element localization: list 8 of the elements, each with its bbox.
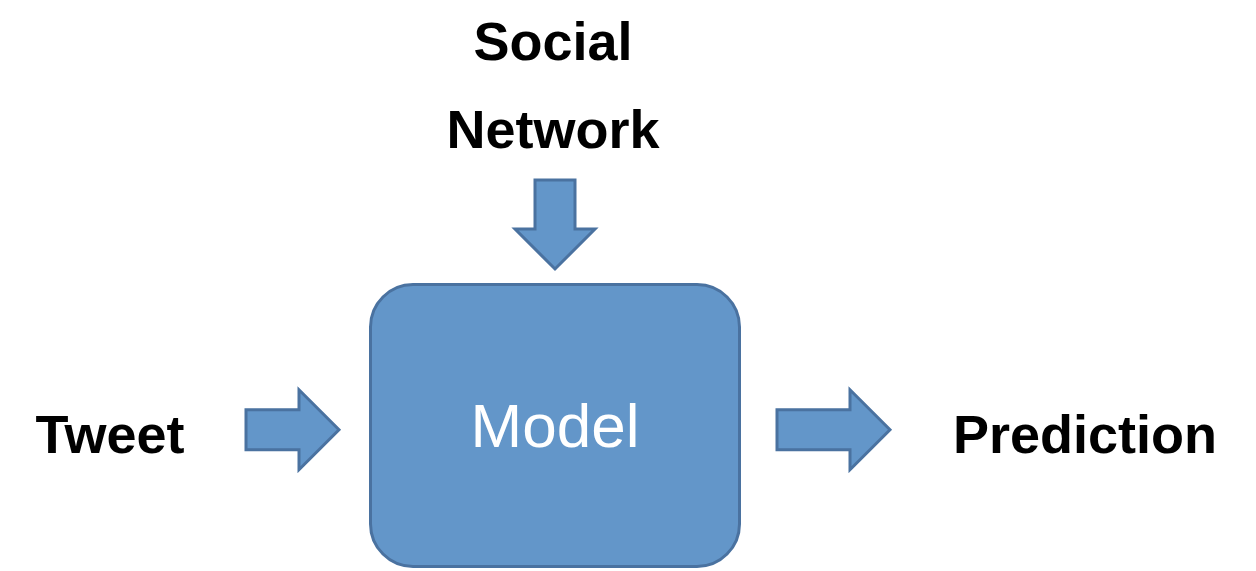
process-box [369,283,741,568]
block-arrow [511,178,599,272]
node-label: Social Network [445,10,661,161]
box-label: Model [470,389,640,462]
node-label: Tweet [35,403,185,466]
block-arrow [244,386,342,474]
node-label: Prediction [952,403,1217,466]
block-arrow [775,386,893,474]
